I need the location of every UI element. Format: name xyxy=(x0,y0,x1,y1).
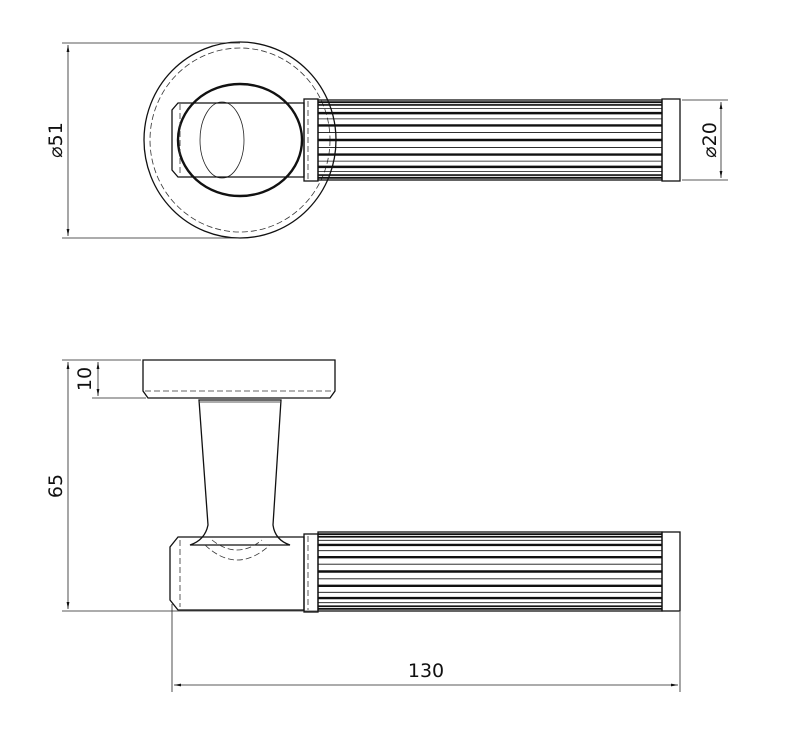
dimension-length: 130 xyxy=(171,604,681,692)
grip-diameter-label: ⌀20 xyxy=(699,122,721,158)
lever-collar xyxy=(303,98,319,182)
lever-end-cap xyxy=(661,98,681,182)
length-label: 130 xyxy=(408,660,444,682)
top-view: ⌀51 ⌀20 xyxy=(45,41,728,239)
rose-plate xyxy=(142,359,336,399)
side-end-cap xyxy=(661,531,681,612)
stem xyxy=(189,399,291,546)
rose-thickness-label: 10 xyxy=(74,367,96,391)
grip-flutes xyxy=(318,101,662,179)
dimension-projection: 65 xyxy=(45,362,318,612)
dimension-rose-thickness: 10 xyxy=(62,359,146,399)
side-view: 10 65 130 xyxy=(45,359,681,692)
rose-outer xyxy=(143,41,337,239)
rose-diameter-label: ⌀51 xyxy=(45,122,67,158)
side-grip-flutes xyxy=(318,533,662,610)
side-collar xyxy=(303,533,319,613)
dimension-rose-diameter: ⌀51 xyxy=(45,42,240,239)
dimension-grip-diameter: ⌀20 xyxy=(682,99,728,181)
spindle-boss xyxy=(199,101,245,179)
body xyxy=(169,536,305,611)
rose-inner xyxy=(176,82,304,198)
projection-label: 65 xyxy=(45,474,67,498)
